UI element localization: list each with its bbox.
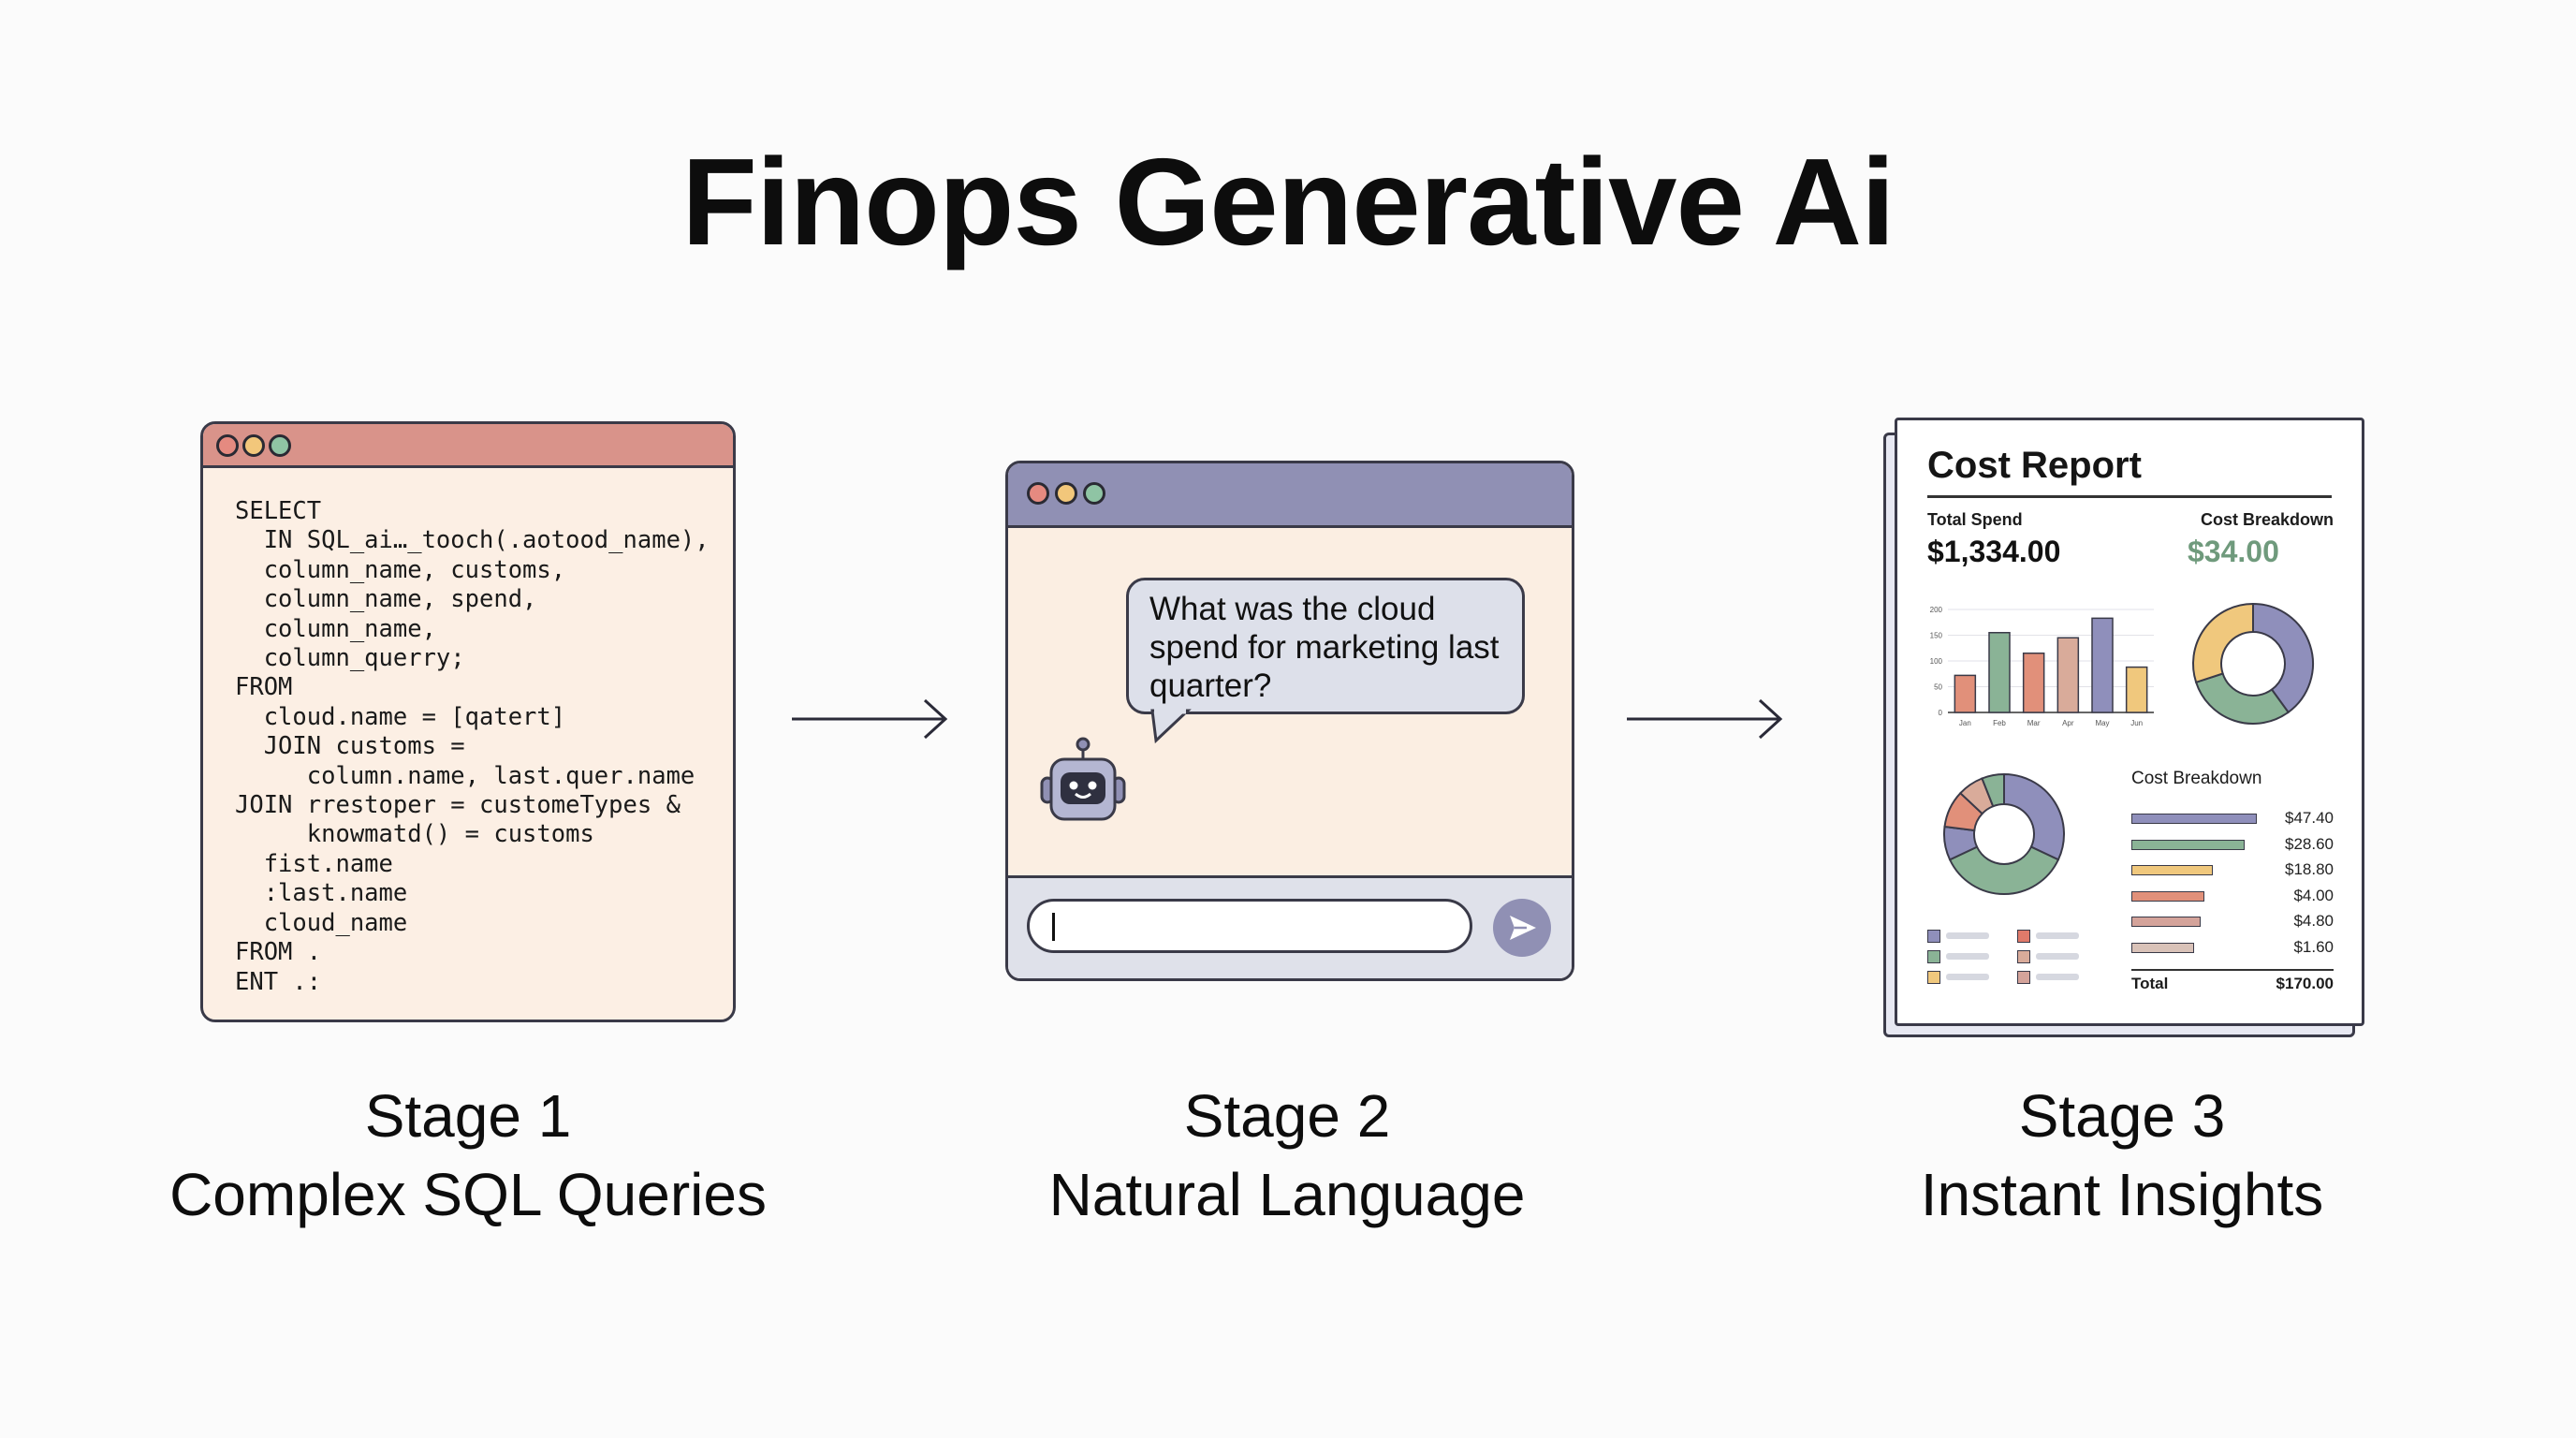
legend-line	[1946, 953, 1989, 960]
stage1-heading: Stage 1	[364, 1082, 572, 1150]
spend-donut-chart	[2192, 602, 2314, 725]
bar	[1988, 632, 2011, 713]
text-caret	[1052, 913, 1055, 941]
bar	[2125, 666, 2148, 713]
donut-slice	[1981, 772, 2005, 808]
x-tick-label: Jan	[1959, 719, 1971, 727]
y-tick-label: 0	[1939, 709, 1943, 717]
legend-line	[2036, 974, 2079, 980]
x-tick-label: Apr	[2062, 719, 2074, 727]
bar	[2056, 637, 2080, 713]
total-value: $170.00	[2276, 975, 2334, 992]
sql-window: SELECT IN SQL_ai…_tooch(.aotood_name), c…	[200, 421, 736, 1022]
stage2-subheading: Natural Language	[1048, 1161, 1526, 1228]
legend-line	[2036, 953, 2079, 960]
donut-slice	[2194, 672, 2291, 725]
total-divider	[2131, 969, 2334, 971]
legend-swatch	[2017, 930, 2030, 943]
chat-window: What was the cloud spend for marketing l…	[1005, 461, 1574, 981]
total-spend-label: Total Spend	[1927, 510, 2023, 529]
sql-window-titlebar	[203, 424, 733, 468]
report-title: Cost Report	[1927, 445, 2142, 486]
stage2-caption: Stage 2 Natural Language	[913, 1077, 1661, 1234]
window-close-dot[interactable]	[1027, 482, 1049, 505]
stage3-caption: Stage 3 Instant Insights	[1748, 1077, 2496, 1234]
legend-swatch	[2017, 950, 2030, 963]
robot-icon	[1040, 737, 1126, 821]
total-spend-value: $1,334.00	[1927, 535, 2061, 568]
legend-swatch	[1927, 930, 1940, 943]
chat-bubble: What was the cloud spend for marketing l…	[1126, 578, 1525, 714]
breakdown-bar	[2131, 814, 2257, 824]
window-maximize-dot[interactable]	[269, 434, 291, 457]
stage3-subheading: Instant Insights	[1920, 1161, 2324, 1228]
total-label: Total	[2131, 975, 2169, 992]
chat-window-titlebar	[1008, 463, 1572, 528]
bar	[2091, 617, 2114, 713]
breakdown-value: $1.60	[2293, 938, 2334, 956]
breakdown-title: Cost Breakdown	[2131, 769, 2262, 788]
breakdown-bar	[2131, 917, 2201, 928]
stage1-caption: Stage 1 Complex SQL Queries	[94, 1077, 842, 1234]
arrow-right-icon	[792, 698, 948, 740]
donut-slice	[1948, 845, 2060, 895]
breakdown-value: $18.80	[2285, 860, 2334, 879]
breakdown-bar	[2131, 890, 2204, 902]
y-tick-label: 200	[1930, 606, 1943, 614]
y-tick-label: 150	[1930, 632, 1943, 640]
stage3-heading: Stage 3	[2018, 1082, 2226, 1150]
send-button[interactable]	[1493, 899, 1551, 957]
breakdown-bar	[2131, 943, 2194, 953]
send-icon	[1510, 916, 1536, 940]
bubble-tail	[1150, 709, 1192, 744]
breakdown-donut-chart	[1943, 772, 2065, 895]
legend-line	[1946, 974, 1989, 980]
breakdown-value: $4.80	[2293, 912, 2334, 931]
breakdown-bar	[2131, 839, 2245, 850]
bar	[1954, 674, 1977, 713]
x-tick-label: Feb	[1993, 719, 2006, 727]
window-maximize-dot[interactable]	[1083, 482, 1105, 505]
legend-swatch	[1927, 971, 1940, 984]
donut-slice	[2003, 772, 2065, 861]
stage1-subheading: Complex SQL Queries	[169, 1161, 767, 1228]
breakdown-value: $28.60	[2285, 834, 2334, 853]
y-tick-label: 100	[1930, 657, 1943, 666]
breakdown-bar	[2131, 865, 2213, 876]
arrow-right-icon	[1627, 698, 1783, 740]
cost-report: Cost Report Total Spend $1,334.00 Cost B…	[1895, 418, 2364, 1026]
y-tick-label: 50	[1934, 683, 1942, 692]
breakdown-value: $4.00	[2293, 886, 2334, 904]
title-divider	[1927, 495, 2332, 498]
sql-code: SELECT IN SQL_ai…_tooch(.aotood_name), c…	[235, 497, 710, 996]
bar	[2022, 653, 2045, 713]
legend-line	[2036, 932, 2079, 939]
x-tick-label: May	[2095, 719, 2109, 727]
breakdown-value: $47.40	[2285, 809, 2334, 827]
window-minimize-dot[interactable]	[242, 434, 265, 457]
donut-slice	[2192, 602, 2254, 684]
legend-swatch	[1927, 950, 1940, 963]
chat-input-area	[1008, 875, 1572, 978]
legend-swatch	[2017, 971, 2030, 984]
cost-breakdown-label: Cost Breakdown	[2200, 510, 2334, 529]
x-tick-label: Jun	[2130, 719, 2143, 727]
page-title: Finops Generative Ai	[681, 133, 1895, 271]
chat-input[interactable]	[1027, 899, 1472, 953]
window-minimize-dot[interactable]	[1055, 482, 1077, 505]
cost-breakdown-value: $34.00	[2188, 535, 2279, 568]
stage2-heading: Stage 2	[1183, 1082, 1391, 1150]
window-close-dot[interactable]	[216, 434, 239, 457]
x-tick-label: Mar	[2027, 719, 2041, 727]
donut-slice	[2252, 602, 2314, 714]
legend-line	[1946, 932, 1989, 939]
